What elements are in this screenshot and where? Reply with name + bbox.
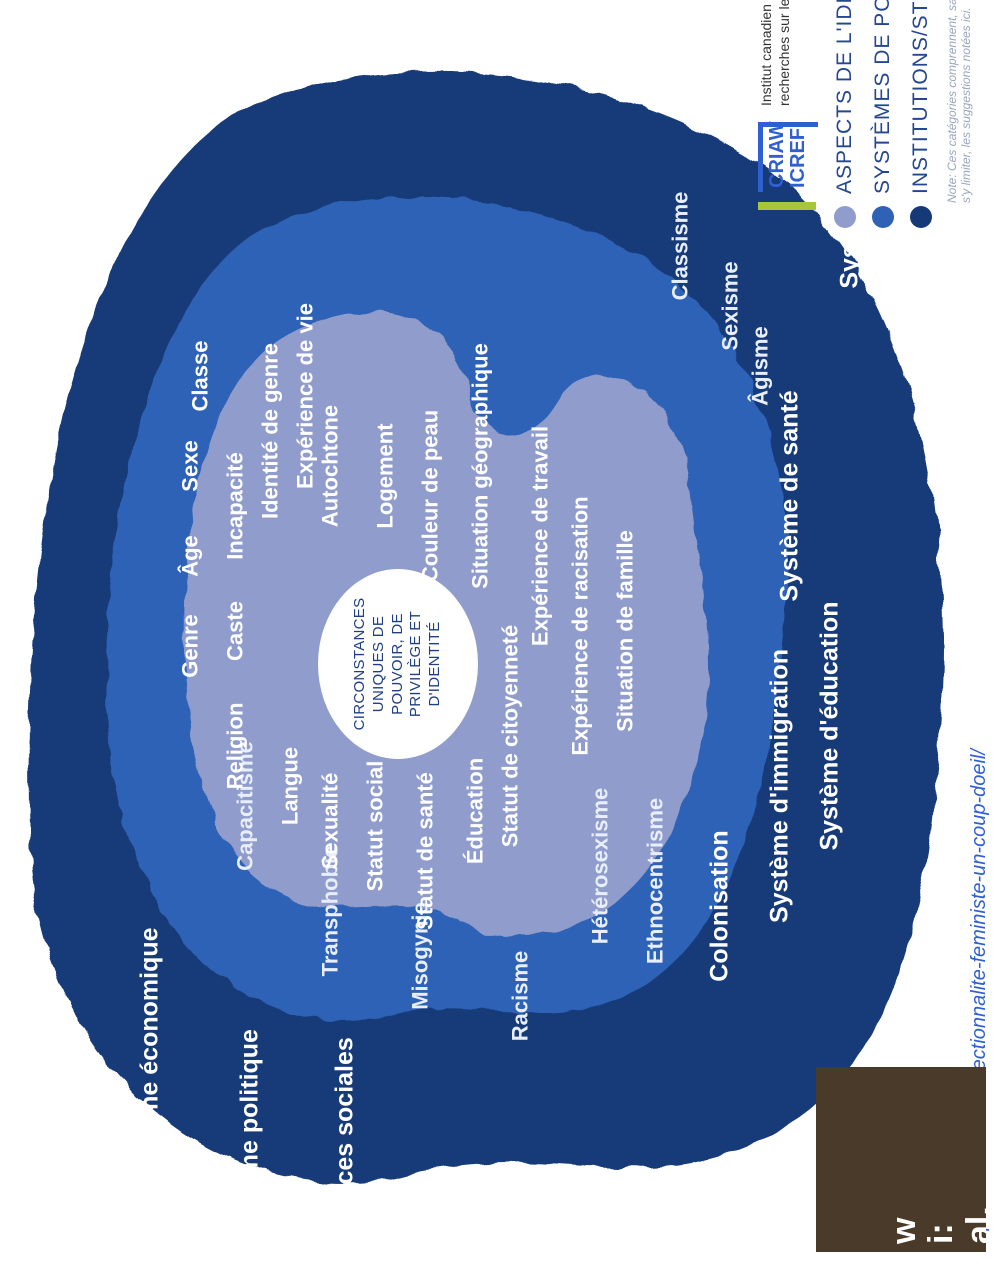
logo-accent-bar	[758, 202, 816, 210]
legend-note: Note: Ces catégories comprennent, sans s…	[945, 0, 974, 203]
identity-label: Couleur de peau	[417, 409, 443, 583]
power-system-label: Ethnocentrisme	[642, 797, 668, 965]
legend-swatch	[834, 206, 856, 228]
identity-label: Expérience de racisation	[567, 496, 593, 756]
identity-label: Caste	[222, 601, 248, 661]
photo-fragment: w i: al.	[816, 1067, 986, 1252]
identity-label: Expérience de vie	[292, 303, 318, 489]
logo-wordmark: CRIAW ICREF	[758, 121, 818, 192]
identity-label: Éducation	[462, 757, 488, 865]
identity-label: Incapacité	[222, 452, 248, 560]
photo-caption: w i: al.	[885, 1206, 986, 1244]
legend-label: SYSTÈMES DE POUVOIR	[871, 0, 894, 194]
center-label: CIRCONSTANCES UNIQUES DE POUVOIR, DE PRI…	[351, 597, 444, 731]
identity-label: Situation de famille	[612, 530, 638, 732]
legend-label: ASPECTS DE L'IDENTITÉ	[833, 0, 856, 194]
legend-item-institutions: INSTITUTIONS/STRUCTURES	[902, 0, 940, 228]
organization-name: Institut canadien de recherches sur les …	[758, 0, 792, 106]
legend-swatch	[872, 206, 894, 228]
institution-label: Système politique	[235, 1029, 264, 1243]
identity-label: Classe	[187, 340, 213, 412]
legend: ASPECTS DE L'IDENTITÉ SYSTÈMES DE POUVOI…	[826, 0, 940, 228]
legend-item-power: SYSTÈMES DE POUVOIR	[864, 0, 902, 228]
institution-label: Système économique	[135, 927, 164, 1185]
institution-label: Système d'immigration	[765, 648, 794, 924]
identity-label: Sexe	[177, 440, 203, 492]
institution-label: Système d'éducation	[815, 601, 844, 851]
institution-label: Système de santé	[775, 390, 804, 602]
identity-label: Situation géographique	[467, 343, 493, 589]
power-system-label: Sexisme	[717, 261, 743, 351]
center-circle	[318, 569, 478, 759]
legend-label: INSTITUTIONS/STRUCTURES	[909, 0, 932, 194]
power-system-label: Âgisme	[747, 326, 773, 406]
identity-label: Logement	[372, 423, 398, 529]
identity-label: Expérience de travail	[527, 425, 553, 647]
identity-label: Autochtone	[317, 404, 343, 528]
identity-label: Statut social	[362, 760, 388, 892]
identity-label: Sexualité	[317, 772, 343, 870]
legend-swatch	[910, 206, 932, 228]
institution-label: Colonisation	[705, 830, 734, 982]
power-system-label: Racisme	[507, 950, 533, 1042]
institution-label: Forces sociales	[330, 1037, 359, 1225]
identity-label: Âge	[177, 535, 203, 577]
identity-label: Langue	[277, 746, 303, 826]
identity-label: Genre	[177, 614, 203, 678]
legend-item-identity: ASPECTS DE L'IDENTITÉ	[826, 0, 864, 228]
identity-label: Statut de santé	[412, 772, 438, 930]
identity-label: Identité de genre	[257, 342, 283, 520]
power-system-label: Hétérosexisme	[587, 787, 613, 945]
identity-label: Religion	[222, 702, 248, 790]
criaw-logo: CRIAW ICREF Institut canadien de recherc…	[758, 0, 818, 210]
identity-label: Statut de citoyenneté	[497, 624, 523, 848]
power-system-label: Classisme	[667, 191, 693, 301]
